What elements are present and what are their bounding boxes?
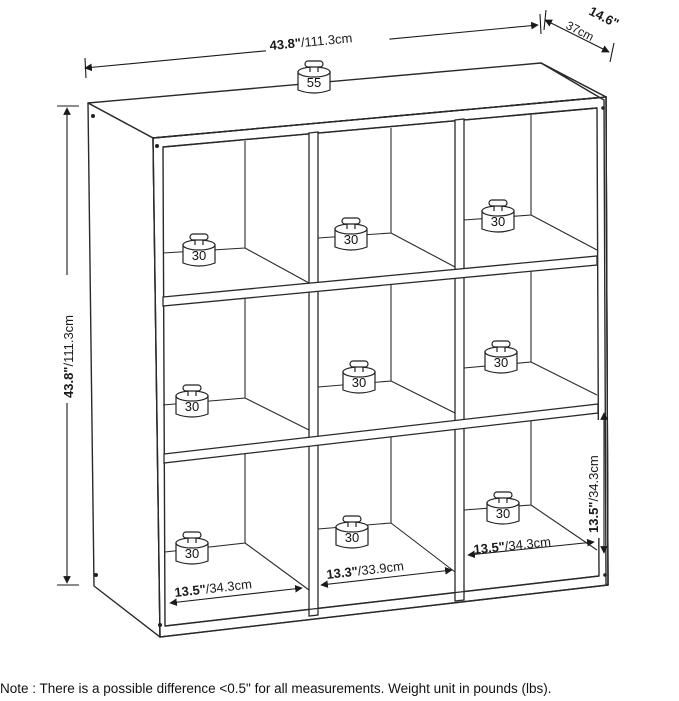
weight-label: 30	[345, 530, 359, 545]
weight-row2-col3: 30	[484, 340, 518, 374]
board-lower	[163, 403, 599, 464]
weight-label: 30	[496, 506, 510, 521]
cube-middle-cm: /33.9cm	[357, 558, 405, 578]
weight-row1-col3: 30	[481, 199, 515, 233]
width-label: 43.8"/111.3cm	[269, 30, 353, 53]
weight-row2-col1: 30	[175, 384, 209, 418]
weight-label: 30	[185, 546, 199, 561]
height-label: 43.8"/111.3cm	[61, 315, 76, 398]
weight-row1-col2: 30	[334, 217, 368, 251]
measurement-note: Note : There is a possible difference <0…	[0, 681, 552, 696]
depth-cm-label: 37cm	[564, 18, 597, 44]
shelf-bottom-lip	[164, 575, 600, 627]
shelf-front-frame-edge	[152, 96, 609, 638]
cube-height-cm: /34.3cm	[586, 455, 601, 501]
screw-dots	[91, 106, 607, 627]
shelf-horizontal-boards	[162, 255, 599, 464]
height-cm: /111.3cm	[61, 315, 76, 367]
cube-left-cm: /34.3cm	[205, 576, 253, 596]
cube-middle-inch: 13.3"	[326, 564, 359, 582]
height-inch: 43.8"	[61, 367, 76, 398]
divider-left	[308, 131, 319, 617]
board-upper	[162, 255, 598, 307]
depth-arrow	[544, 19, 610, 53]
weight-row2-col2: 30	[342, 360, 376, 394]
weight-label: 30	[192, 248, 206, 263]
width-inch: 43.8"	[269, 35, 302, 53]
divider-right	[454, 118, 465, 602]
cube-middle-width-label: 13.3"/33.9cm	[326, 558, 405, 582]
depth-inch-label: 14.6"	[587, 3, 622, 31]
weight-label: 30	[491, 214, 505, 229]
shelf-vertical-dividers	[308, 118, 465, 617]
cube-right-inch: 13.5"	[473, 539, 506, 557]
weight-label: 30	[352, 375, 366, 390]
cube-right-width-label: 13.5"/34.3cm	[473, 534, 552, 557]
weight-group: 55 30 30 30 30 30 30 30 30 30	[175, 60, 520, 565]
width-cm: /111.3cm	[300, 30, 353, 50]
dimension-lines	[57, 9, 615, 607]
weight-label: 30	[494, 355, 508, 370]
cube-right-cm: /34.3cm	[504, 534, 552, 554]
weight-label: 55	[307, 75, 321, 90]
cube-left-width-label: 13.5"/34.3cm	[174, 576, 253, 600]
cube-height-label: 13.5"/34.3cm	[586, 455, 601, 533]
weight-row3-col1: 30	[175, 531, 209, 565]
cube-height-inch: 13.5"	[586, 502, 601, 533]
weight-row3-col3: 30	[486, 491, 520, 525]
weight-label: 30	[185, 399, 199, 414]
cube-middle-width-arrow	[320, 566, 453, 589]
cube-right-width-arrow	[467, 538, 595, 559]
weight-label: 30	[344, 232, 358, 247]
weight-row3-col2: 30	[335, 515, 369, 549]
weight-top: 55	[297, 60, 331, 94]
weight-row1-col1: 30	[182, 233, 216, 267]
cube-left-inch: 13.5"	[174, 582, 207, 600]
cube-left-width-arrow	[169, 584, 303, 607]
shelf-left-side-panel	[87, 102, 161, 638]
